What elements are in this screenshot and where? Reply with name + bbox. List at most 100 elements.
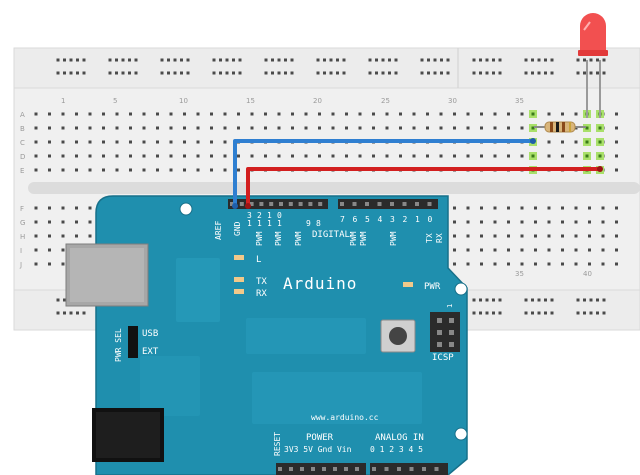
breadboard-hole: [576, 298, 580, 302]
breadboard-hole: [493, 220, 497, 224]
breadboard-hole: [534, 234, 537, 238]
breadboard-hole: [589, 298, 593, 302]
breadboard-hole: [524, 58, 528, 62]
breadboard-hole: [544, 71, 547, 75]
breadboard-hole: [493, 112, 497, 116]
header-pin: [352, 202, 357, 206]
led-rx-label: RX: [256, 289, 267, 299]
breadboard-hole: [399, 126, 402, 130]
breadboard-hole: [61, 168, 65, 172]
rx-pin-label: RX: [435, 233, 444, 243]
icsp-pin: [437, 342, 442, 347]
breadboard-hole: [615, 140, 618, 144]
breadboard-hole: [615, 262, 618, 266]
breadboard-hole: [520, 112, 524, 116]
breadboard-hole: [88, 234, 92, 238]
breadboard-hole: [75, 140, 78, 144]
breadboard-hole: [219, 58, 222, 62]
breadboard-hole: [388, 58, 391, 62]
breadboard-hole: [561, 220, 564, 224]
breadboard-hole: [550, 71, 554, 75]
breadboard-hole: [34, 220, 38, 224]
breadboard-hole: [561, 140, 564, 144]
breadboard-hole: [271, 71, 274, 75]
breadboard-hole: [56, 58, 60, 62]
breadboard-hole: [480, 154, 483, 158]
pwr-sel-label: PWR SEL: [114, 328, 123, 362]
digital-pin-number: 1: [267, 211, 272, 220]
breadboard-hole: [480, 234, 483, 238]
header-pin: [249, 202, 254, 206]
breadboard-hole: [385, 126, 389, 130]
breadboard-hole: [142, 154, 146, 158]
header-pin: [308, 202, 313, 206]
breadboard-hole: [466, 220, 470, 224]
breadboard-hole: [507, 154, 510, 158]
breadboard-hole: [304, 154, 308, 158]
breadboard-hole: [63, 58, 66, 62]
breadboard-hole: [284, 58, 287, 62]
breadboard-hole: [588, 220, 591, 224]
breadboard-hole: [466, 206, 470, 210]
breadboard-hole: [472, 311, 476, 315]
digital-pin-number: 1: [277, 219, 282, 228]
highlighted-hole-center: [585, 140, 589, 144]
breadboard-hole: [329, 58, 333, 62]
breadboard-hole: [466, 154, 470, 158]
breadboard-hole: [128, 71, 131, 75]
header-pin: [402, 202, 407, 206]
breadboard-hole: [48, 262, 51, 266]
header-pin: [279, 202, 283, 206]
breadboard-hole: [507, 248, 510, 252]
breadboard-hole: [480, 112, 483, 116]
breadboard-hole: [342, 71, 346, 75]
breadboard-hole: [493, 126, 497, 130]
icsp-pin: [449, 318, 454, 323]
breadboard-hole: [169, 126, 173, 130]
breadboard-hole: [331, 112, 335, 116]
pwm-label: PWM: [294, 231, 303, 246]
digital-pin-number: 7: [340, 215, 345, 224]
icsp-pin: [437, 330, 442, 335]
breadboard-hole: [250, 154, 254, 158]
breadboard-hole: [412, 112, 416, 116]
highlighted-hole-center: [598, 154, 602, 158]
header-analog: [370, 463, 448, 475]
breadboard-hole: [210, 154, 213, 158]
breadboard-hole: [615, 154, 618, 158]
breadboard-hole: [534, 206, 537, 210]
breadboard-hole: [427, 71, 430, 75]
breadboard-hole: [329, 71, 333, 75]
power-pins-label: 3V3 5V Gnd Vin: [284, 445, 352, 454]
breadboard-hole: [524, 71, 528, 75]
breadboard-hole: [264, 112, 267, 116]
breadboard-hole: [596, 71, 599, 75]
breadboard-hole: [102, 126, 105, 130]
breadboard-hole: [264, 71, 268, 75]
gnd-label: GND: [233, 221, 242, 236]
breadboard-hole: [426, 112, 429, 116]
breadboard-hole: [210, 168, 213, 172]
breadboard-hole: [602, 71, 606, 75]
breadboard-hole: [583, 58, 586, 62]
led-pwr-indicator: [403, 282, 413, 287]
breadboard-hole: [238, 71, 242, 75]
digital-pin-number: 9: [306, 219, 311, 228]
header-digital-low: [338, 199, 438, 209]
breadboard-hole: [34, 140, 38, 144]
breadboard-hole: [507, 220, 510, 224]
breadboard-hole: [561, 234, 564, 238]
breadboard-hole: [485, 298, 489, 302]
header-pin: [434, 467, 439, 471]
breadboard-hole: [574, 220, 578, 224]
breadboard-hole: [394, 58, 398, 62]
row-label-g: G: [20, 219, 25, 227]
led-tx-indicator: [234, 277, 244, 282]
icsp-number-label: 1: [446, 304, 454, 308]
breadboard-hole: [129, 154, 132, 158]
breadboard-hole: [210, 140, 213, 144]
row-labels: A B C D E F G H I J: [19, 111, 25, 269]
led-l-label: L: [256, 255, 261, 265]
breadboard-hole: [480, 248, 483, 252]
